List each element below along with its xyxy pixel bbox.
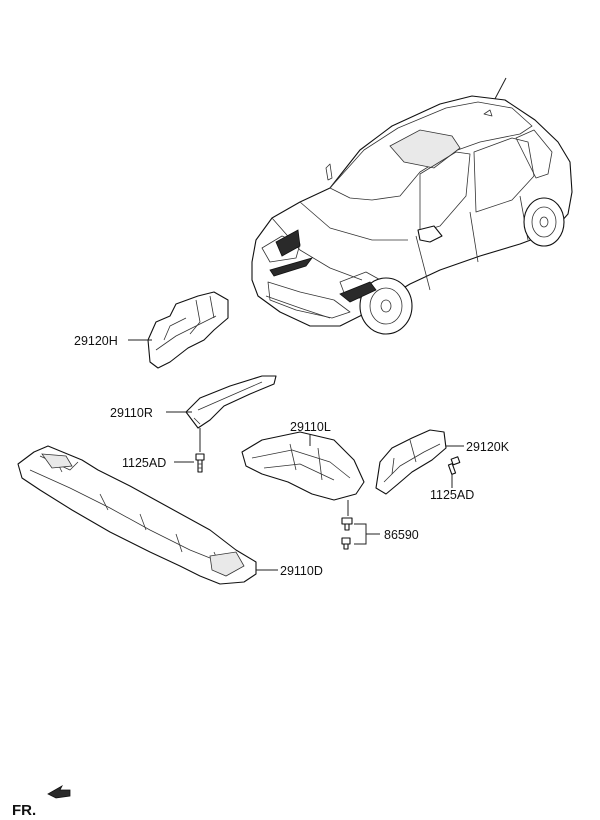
- part-29110r-shape[interactable]: [185, 375, 277, 429]
- leader-86590-bracket: [354, 523, 367, 545]
- label-29110l[interactable]: 29110L: [290, 420, 331, 434]
- bolt-1125ad-left-shape[interactable]: [195, 453, 205, 473]
- label-29120k[interactable]: 29120K: [466, 440, 510, 454]
- part-29110d-shape[interactable]: [17, 445, 257, 585]
- front-direction-label: FR.: [12, 802, 36, 819]
- label-86590[interactable]: 86590: [384, 528, 419, 542]
- label-29110d[interactable]: 29110D: [280, 564, 323, 578]
- bolt-1125ad-right-shape[interactable]: [447, 456, 461, 475]
- front-direction-indicator: FR.: [12, 784, 71, 819]
- label-29120h[interactable]: 29120H: [74, 334, 118, 348]
- clip-86590-shape[interactable]: [341, 517, 353, 550]
- label-1125ad-right[interactable]: 1125AD: [430, 488, 474, 502]
- label-1125ad-left[interactable]: 1125AD: [122, 456, 166, 470]
- vehicle-illustration: [251, 77, 573, 335]
- front-arrow-icon: [47, 784, 71, 799]
- part-29120k-shape[interactable]: [375, 429, 447, 495]
- part-29120h-shape[interactable]: [147, 291, 229, 369]
- part-29110l-shape[interactable]: [241, 431, 365, 501]
- label-29110r[interactable]: 29110R: [110, 406, 153, 420]
